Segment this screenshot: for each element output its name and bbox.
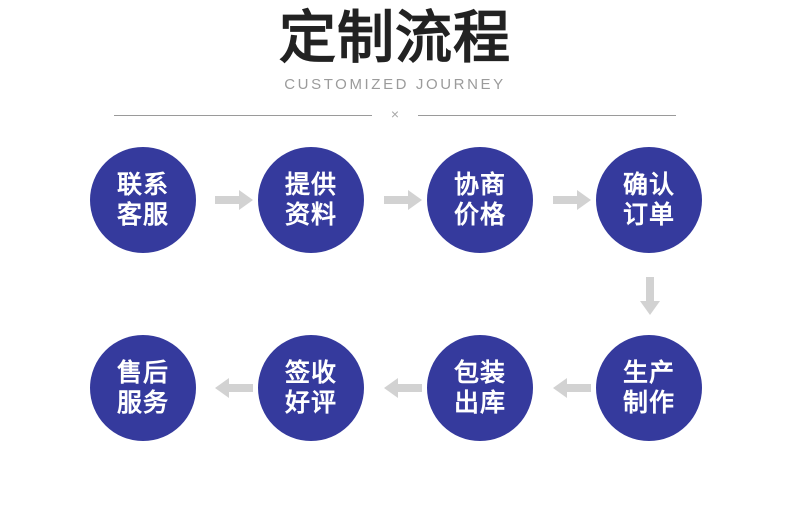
page-title: 定制流程	[279, 5, 511, 71]
arrow-head	[553, 378, 567, 398]
arrow-head	[239, 190, 253, 210]
flow-node-label-line1: 售后	[116, 358, 169, 387]
arrow-shaft	[553, 196, 579, 204]
flow-node-label-line2: 服务	[116, 388, 169, 417]
flow-node-label-line2: 好评	[284, 388, 337, 417]
arrow-head	[640, 301, 660, 315]
flow-node-label-line1: 生产	[622, 358, 675, 387]
page-subtitle: CUSTOMIZED JOURNEY	[284, 76, 506, 93]
arrow-left-icon-2	[384, 375, 422, 401]
flow-node-sign-and-review[interactable]: 签收 好评	[258, 335, 364, 441]
arrow-shaft	[565, 384, 591, 392]
flow-node-contact-service[interactable]: 联系 客服	[90, 147, 196, 253]
flow-node-label-line1: 提供	[284, 170, 337, 199]
arrow-down-icon	[637, 277, 663, 315]
flow-node-label-line1: 确认	[622, 170, 675, 199]
flow-node-after-sales-service[interactable]: 售后 服务	[90, 335, 196, 441]
flow-node-label-line2: 客服	[116, 200, 169, 229]
arrow-shaft	[384, 196, 410, 204]
flow-node-label-line2: 价格	[453, 200, 506, 229]
arrow-left-icon-1	[215, 375, 253, 401]
flow-node-label-line1: 包装	[453, 358, 506, 387]
flow-node-label-line2: 制作	[622, 388, 675, 417]
arrow-shaft	[215, 196, 241, 204]
flow-node-packaging-shipping[interactable]: 包装 出库	[427, 335, 533, 441]
flow-node-label-line1: 联系	[116, 170, 169, 199]
flow-node-label-line2: 订单	[622, 200, 675, 229]
arrow-head	[408, 190, 422, 210]
arrow-right-icon-3	[553, 187, 591, 213]
arrow-right-icon-1	[215, 187, 253, 213]
flow-node-label-line1: 协商	[453, 170, 506, 199]
arrow-right-icon-2	[384, 187, 422, 213]
flow-node-label-line1: 签收	[284, 358, 337, 387]
divider-line-right	[418, 115, 676, 116]
flow-node-negotiate-price[interactable]: 协商 价格	[427, 147, 533, 253]
divider-cross-icon: ×	[390, 106, 400, 122]
flow-node-production[interactable]: 生产 制作	[596, 335, 702, 441]
flow-node-label-line2: 资料	[284, 200, 337, 229]
flow-node-provide-materials[interactable]: 提供 资料	[258, 147, 364, 253]
divider-line-left	[114, 115, 372, 116]
header-divider: ×	[114, 106, 676, 122]
arrow-shaft	[646, 277, 654, 303]
arrow-head	[215, 378, 229, 398]
arrow-head	[577, 190, 591, 210]
arrow-shaft	[227, 384, 253, 392]
arrow-head	[384, 378, 398, 398]
flow-node-confirm-order[interactable]: 确认 订单	[596, 147, 702, 253]
flow-node-label-line2: 出库	[453, 388, 506, 417]
arrow-shaft	[396, 384, 422, 392]
arrow-left-icon-3	[553, 375, 591, 401]
header: 定制流程 CUSTOMIZED JOURNEY ×	[0, 0, 790, 128]
